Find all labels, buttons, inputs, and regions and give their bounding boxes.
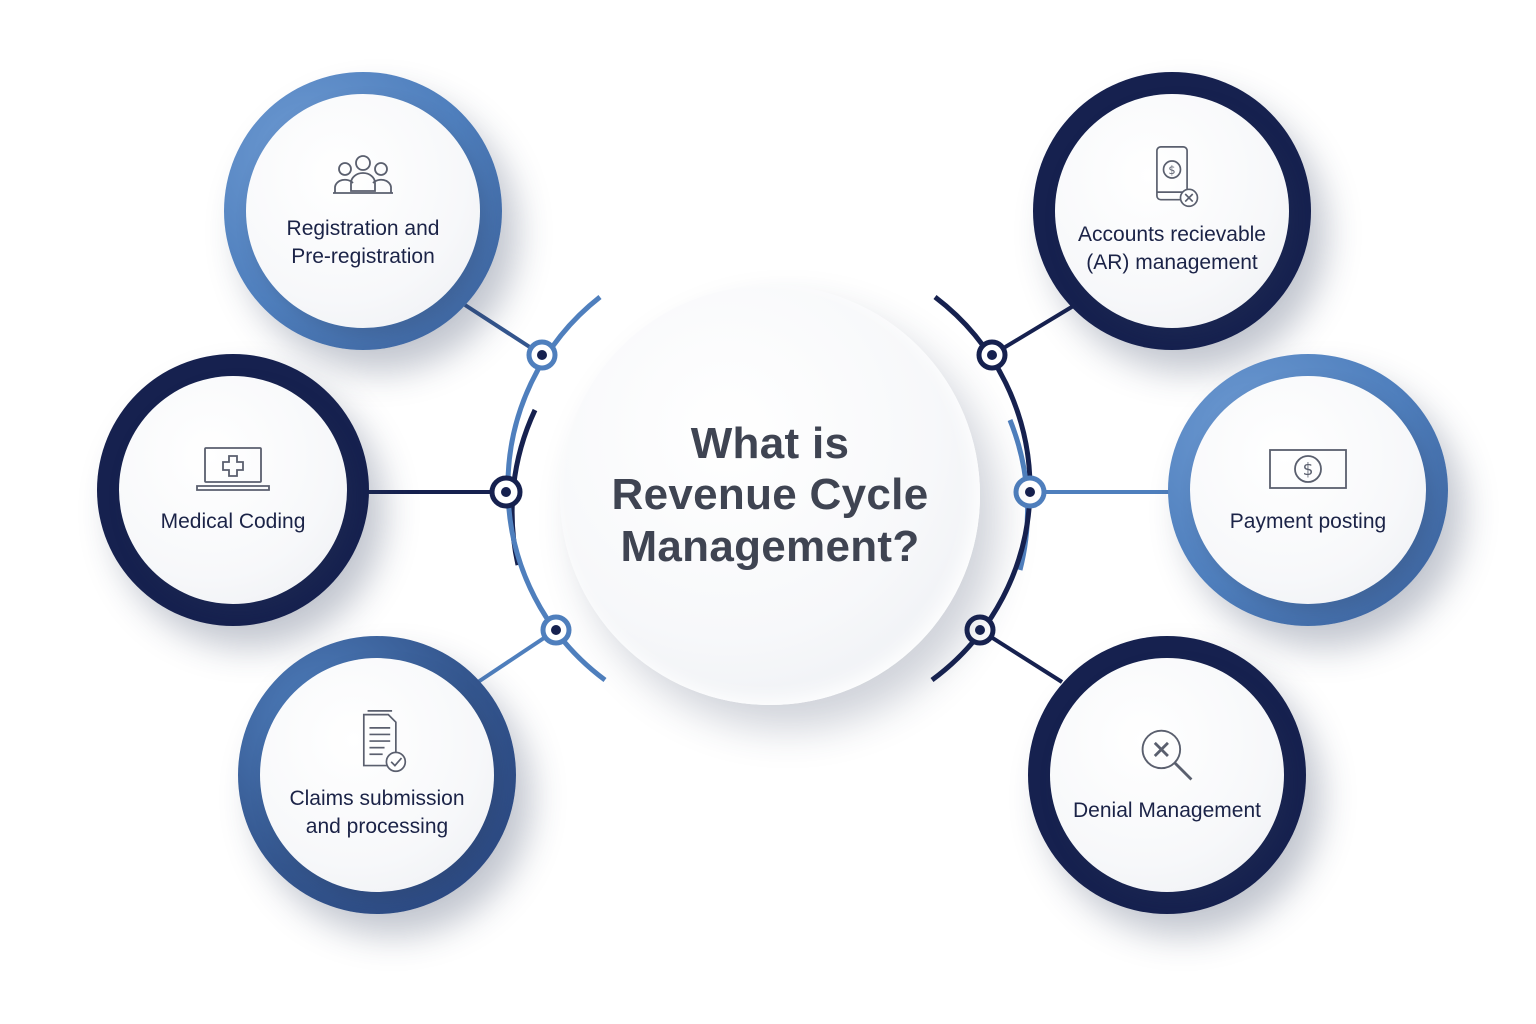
document-checkmark-icon <box>362 709 407 772</box>
svg-text:$: $ <box>1168 164 1175 177</box>
claims-label-line-1: Claims submission <box>289 786 465 810</box>
spoke-accounts <box>990 303 1077 357</box>
junction-accounts <box>976 339 1008 371</box>
center-title-line-1: What is <box>690 419 850 469</box>
junction-registration <box>526 339 558 371</box>
center-title-line-3: Management? <box>620 521 920 571</box>
node-claims-label: Claims submission and processing <box>272 785 482 841</box>
group-of-people-icon <box>333 154 393 194</box>
magnifier-x-icon <box>1141 729 1193 781</box>
node-denial: Denial Management <box>1028 636 1306 914</box>
spoke-denial <box>978 628 1064 684</box>
registration-label-line-2: Pre-registration <box>291 245 435 268</box>
denial-label-line-1: Denial Management <box>1073 798 1261 822</box>
payment-label-line-1: Payment posting <box>1229 509 1387 533</box>
node-registration-label: Registration and Pre-registration <box>258 215 468 271</box>
right-arc-lower <box>930 491 1033 683</box>
node-medical-coding: Medical Coding <box>97 354 369 626</box>
accounts-label-line-1: Accounts recievable <box>1078 222 1266 246</box>
mobile-payment-icon: $ <box>1156 145 1199 208</box>
registration-label-line-1: Registration and <box>286 216 440 240</box>
medical-coding-label-line-1: Medical Coding <box>160 509 306 533</box>
left-arc-lower <box>505 491 607 683</box>
junction-claims <box>540 614 572 646</box>
node-accounts: $ Accounts recievable (AR) management <box>1033 72 1311 350</box>
node-medical-coding-label: Medical Coding <box>128 508 338 536</box>
node-payment: $ Payment posting <box>1168 354 1448 626</box>
right-arc-upper <box>933 295 1033 493</box>
accounts-label-line-2: (AR) management <box>1086 251 1258 274</box>
laptop-medical-cross-icon <box>196 447 270 491</box>
spoke-claims <box>476 628 558 684</box>
node-denial-label: Denial Management <box>1062 797 1272 825</box>
center-title: What is Revenue Cycle Management? <box>590 418 950 571</box>
claims-label-line-2: and processing <box>305 815 449 838</box>
node-claims: Claims submission and processing <box>238 636 516 914</box>
node-registration: Registration and Pre-registration <box>224 72 502 350</box>
junction-medical-coding <box>489 475 523 509</box>
junction-payment <box>1013 475 1047 509</box>
center-circle: What is Revenue Cycle Management? <box>560 285 980 705</box>
svg-text:$: $ <box>1303 460 1314 480</box>
dollar-bill-icon: $ <box>1269 449 1347 489</box>
junction-denial <box>964 614 996 646</box>
center-title-line-2: Revenue Cycle <box>611 470 929 520</box>
node-accounts-label: Accounts recievable (AR) management <box>1067 221 1277 277</box>
node-payment-label: Payment posting <box>1203 508 1413 536</box>
left-arc-upper <box>505 295 602 493</box>
